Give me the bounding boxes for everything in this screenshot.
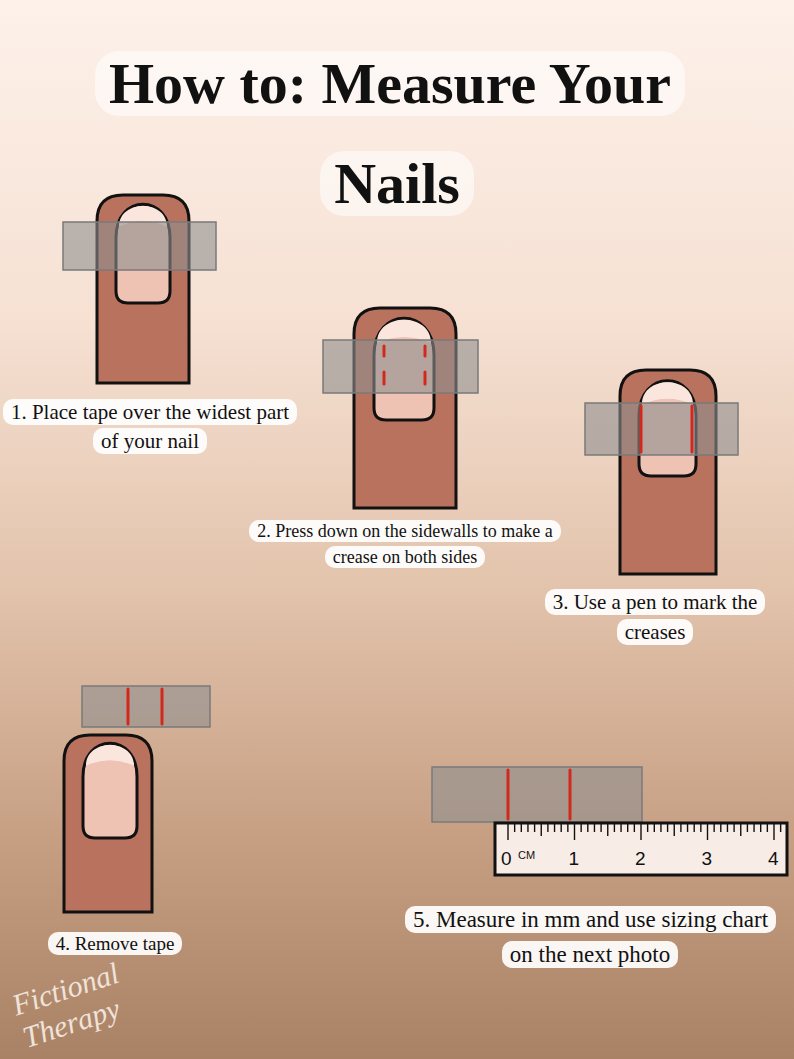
pen-mark <box>507 770 510 819</box>
pen-mark <box>424 372 427 384</box>
ruler-tick <box>713 824 714 832</box>
label-block: Fictional Therapy <box>8 937 191 1054</box>
pen-mark <box>691 406 694 452</box>
ruler-tick <box>687 824 688 832</box>
ruler-tick <box>527 824 528 832</box>
pen-mark <box>383 372 386 384</box>
label-block: 3. Use a pen to mark the creases <box>525 587 785 647</box>
ruler-tick <box>640 824 641 840</box>
step-text: 5. Measure in mm and use sizing chart on… <box>405 906 776 968</box>
tape <box>323 340 478 393</box>
ruler-tick <box>647 824 648 832</box>
ruler-number: 3 <box>702 848 713 869</box>
ruler-tick <box>733 824 734 832</box>
ruler-tick <box>760 824 761 832</box>
step-text: 1. Place tape over the widest part of yo… <box>3 399 297 454</box>
ruler-tick <box>707 824 708 840</box>
ruler-tick <box>541 824 542 836</box>
step-text: 4. Remove tape <box>48 932 183 955</box>
label-block: CM <box>518 848 542 862</box>
finger <box>64 735 152 912</box>
ruler-number: 2 <box>635 848 646 869</box>
ruler-tick <box>600 824 601 832</box>
finger-outline <box>620 370 716 574</box>
ruler-tick <box>627 824 628 832</box>
pen-mark <box>640 406 643 452</box>
ruler-tick <box>700 824 701 832</box>
finger <box>354 308 456 508</box>
title: How to: Measure Your Nails <box>95 51 685 216</box>
ruler-tick <box>773 824 774 840</box>
ruler-ticks <box>508 824 781 840</box>
pen-mark <box>383 346 386 356</box>
finger-outline <box>64 735 152 912</box>
pen-mark <box>424 346 427 356</box>
ruler-number: 0 <box>501 848 512 869</box>
ruler-tick <box>680 824 681 832</box>
ruler-tick <box>720 824 721 832</box>
ruler-tick <box>534 824 535 832</box>
ruler-tick <box>660 824 661 832</box>
ruler-tick <box>780 824 781 832</box>
tape <box>63 222 216 270</box>
ruler <box>495 823 787 875</box>
finger <box>620 370 716 574</box>
label-block: 0 <box>501 848 517 870</box>
label-block: 2 <box>635 848 651 870</box>
ruler-tick <box>654 824 655 832</box>
ruler-tick <box>594 824 595 832</box>
label-block: 4. Remove tape <box>20 930 210 958</box>
step-text: 2. Press down on the sidewalls to make a… <box>249 520 560 568</box>
label-block: 3 <box>702 848 718 870</box>
nail <box>83 743 137 838</box>
nail-tip <box>642 382 693 404</box>
ruler-tick <box>587 824 588 832</box>
label-block: 5. Measure in mm and use sizing chart on… <box>405 902 775 972</box>
ruler-tick <box>634 824 635 832</box>
tape <box>585 403 738 455</box>
ruler-number: 1 <box>569 848 580 869</box>
ruler-tick <box>554 824 555 832</box>
ruler-tick <box>753 824 754 832</box>
ruler-tick <box>674 824 675 836</box>
ruler-tick <box>620 824 621 832</box>
tape <box>82 686 210 727</box>
finger-outline <box>354 308 456 508</box>
ruler-tick <box>694 824 695 832</box>
ruler-tick <box>614 824 615 832</box>
ruler-tick <box>607 824 608 836</box>
pen-mark <box>127 689 130 724</box>
watermark: Fictional Therapy <box>8 956 124 1054</box>
ruler-tick <box>547 824 548 832</box>
label-block: 2. Press down on the sidewalls to make a… <box>245 518 565 570</box>
label-block: 1 <box>569 848 585 870</box>
ruler-tick <box>727 824 728 832</box>
nail-tip <box>86 745 134 766</box>
ruler-tick <box>767 824 768 832</box>
ruler-tick <box>667 824 668 832</box>
label-block: 1. Place tape over the widest part of yo… <box>0 398 300 456</box>
ruler-tick <box>574 824 575 840</box>
ruler-tick <box>740 824 741 836</box>
ruler-tick <box>747 824 748 832</box>
pen-mark <box>569 770 572 819</box>
ruler-tick <box>521 824 522 832</box>
ruler-tick <box>567 824 568 832</box>
ruler-tick <box>561 824 562 832</box>
ruler-tick <box>507 824 508 840</box>
label-block: 4 <box>768 848 784 870</box>
step-text: 3. Use a pen to mark the creases <box>545 589 766 645</box>
ruler-tick <box>514 824 515 832</box>
pen-mark <box>161 689 164 724</box>
ruler-number: 4 <box>768 848 779 869</box>
ruler-tick <box>580 824 581 832</box>
ruler-unit: CM <box>518 849 535 861</box>
title-block: How to: Measure Your Nails <box>37 34 757 234</box>
tape <box>432 767 642 822</box>
